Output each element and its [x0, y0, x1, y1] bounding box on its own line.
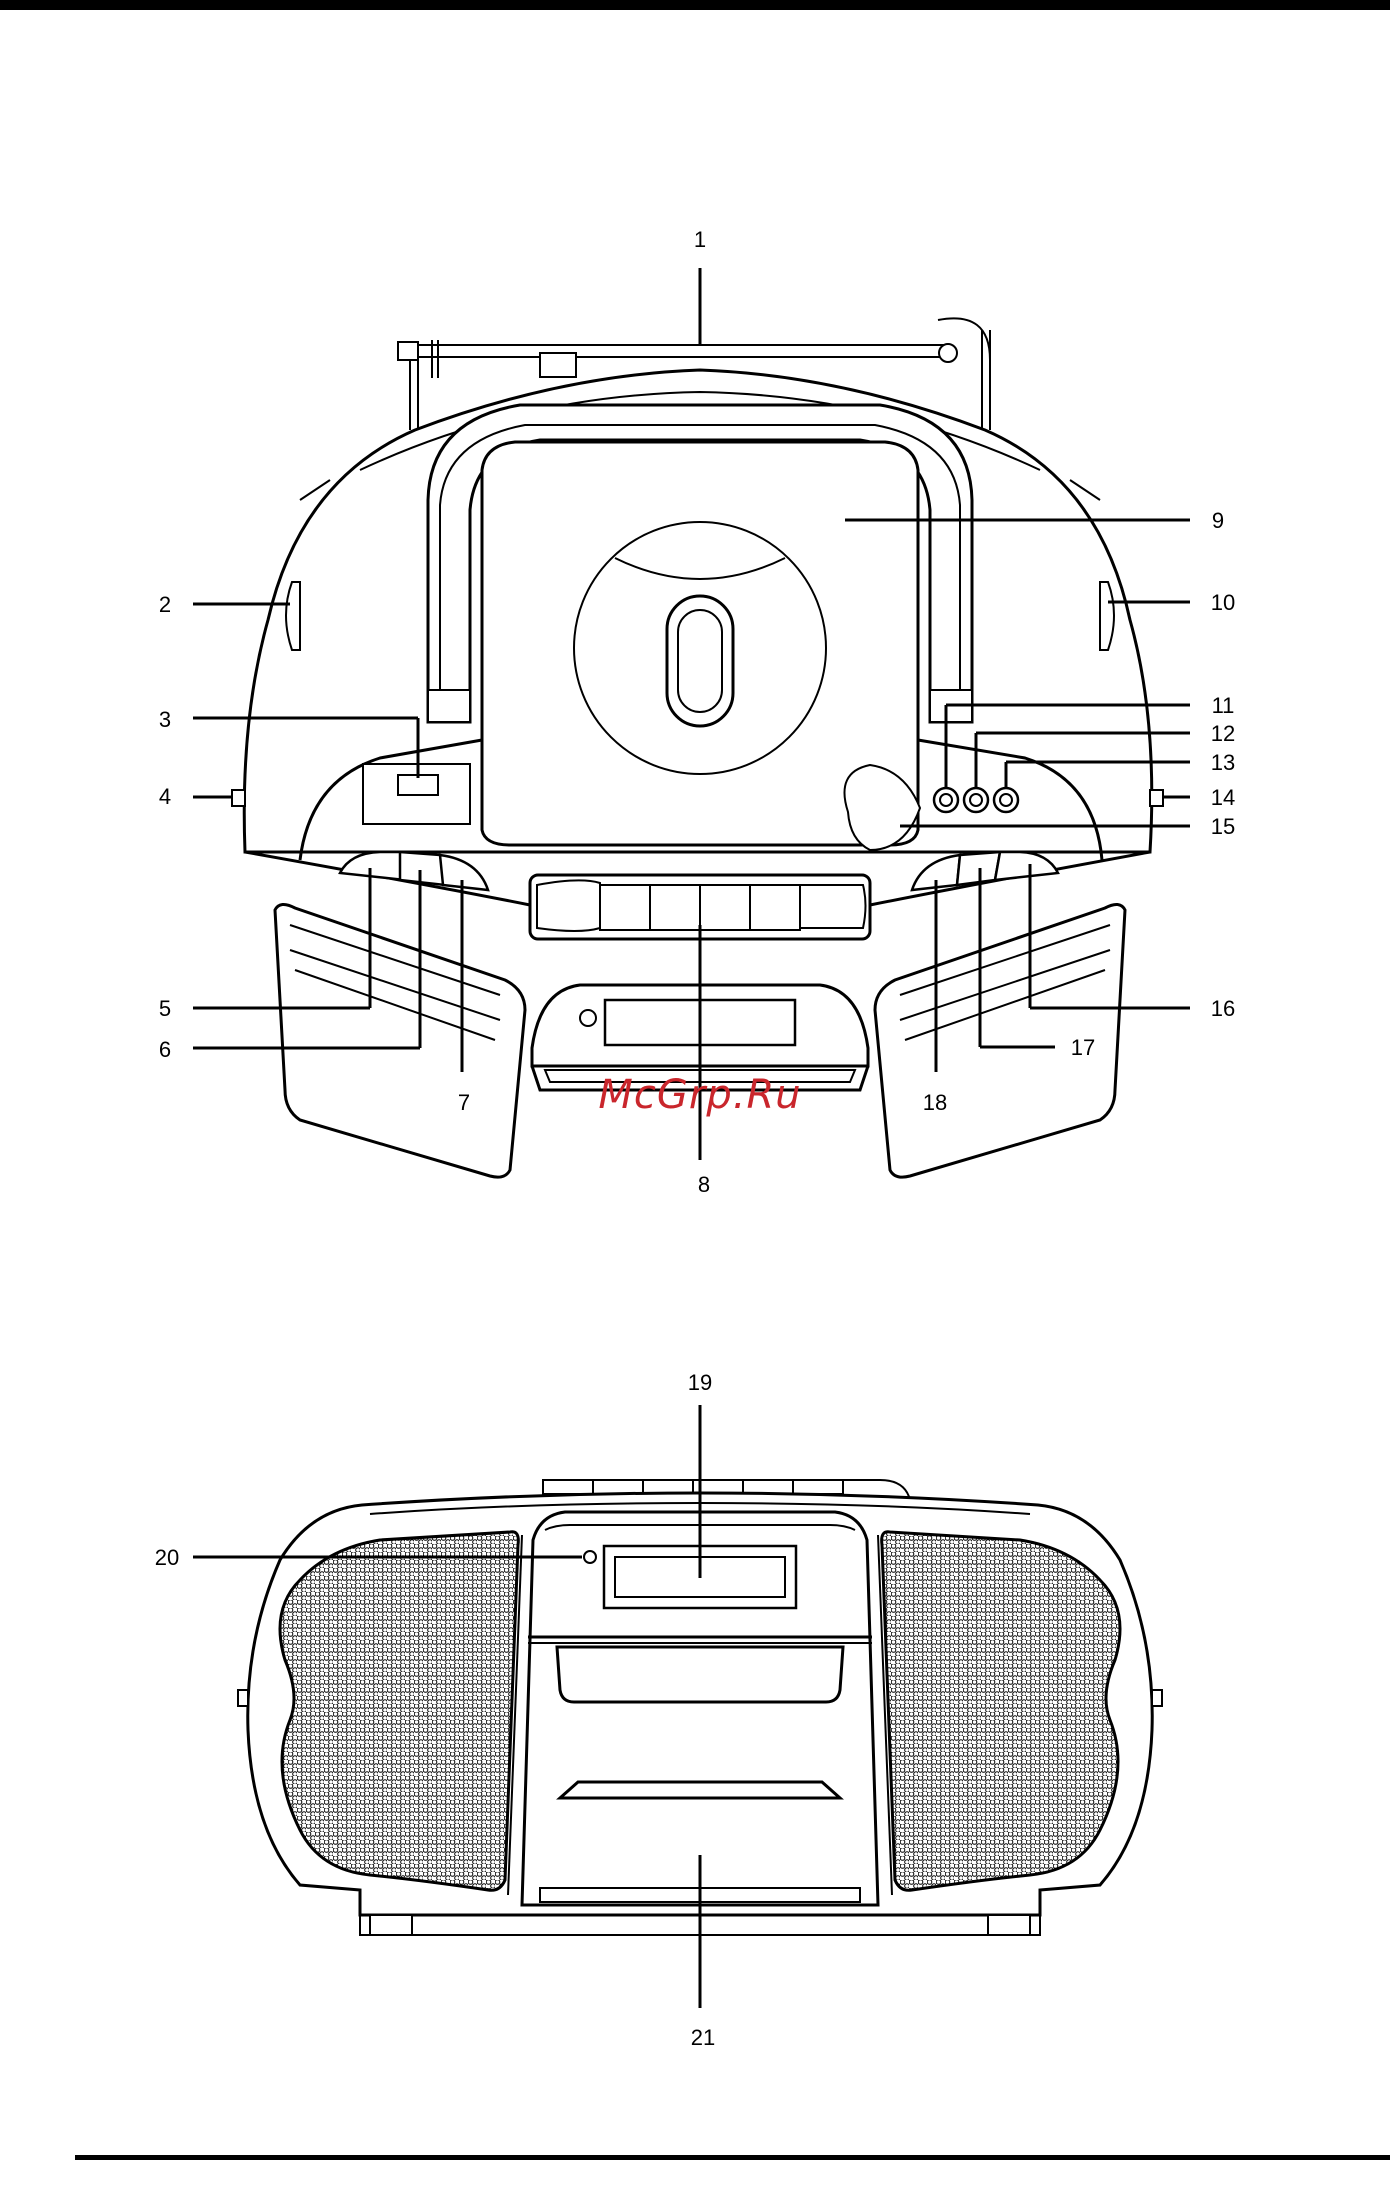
button-7 — [440, 855, 488, 890]
watermark: McGrp.Ru — [598, 1072, 801, 1118]
cd-lid-open-button — [667, 596, 733, 726]
callout-20: 20 — [155, 1545, 179, 1570]
cassette-button-3 — [700, 885, 750, 930]
cassette-led — [580, 1010, 596, 1026]
callout-16: 16 — [1211, 996, 1235, 1021]
cassette-button-4 — [750, 885, 800, 930]
callout-2: 2 — [159, 592, 171, 617]
cassette-button-1 — [600, 885, 650, 930]
back-led — [584, 1551, 596, 1563]
button-5 — [340, 852, 405, 880]
top-rule — [0, 0, 1390, 10]
callout-19: 19 — [688, 1370, 712, 1395]
callout-8: 8 — [698, 1172, 710, 1197]
cassette-door-window — [557, 1647, 843, 1702]
callout-9: 9 — [1212, 508, 1224, 533]
callout-6: 6 — [159, 1037, 171, 1062]
strap-clip-left — [232, 790, 245, 806]
callout-13: 13 — [1211, 750, 1235, 775]
jack-13 — [994, 788, 1018, 812]
callout-4: 4 — [159, 784, 171, 809]
strap-clip-right — [1150, 790, 1163, 806]
speaker-grille-left — [280, 1532, 518, 1891]
cassette-door-grip — [560, 1782, 840, 1798]
jack-12 — [964, 788, 988, 812]
callout-18: 18 — [923, 1090, 947, 1115]
callout-14: 14 — [1211, 785, 1235, 810]
callout-5: 5 — [159, 996, 171, 1021]
callout-17: 17 — [1071, 1035, 1095, 1060]
callout-21: 21 — [691, 2025, 715, 2050]
button-16 — [995, 852, 1058, 880]
cassette-button-2 — [650, 885, 700, 930]
callout-11: 11 — [1212, 693, 1235, 718]
callout-15: 15 — [1211, 814, 1235, 839]
jack-11 — [934, 788, 958, 812]
callout-12: 12 — [1211, 721, 1235, 746]
callout-1: 1 — [694, 227, 706, 252]
speaker-grille-right — [882, 1532, 1120, 1891]
button-6 — [400, 852, 445, 885]
tuning-knob-right — [1100, 582, 1114, 650]
callout-7: 7 — [458, 1090, 470, 1115]
front-grille-left — [275, 904, 525, 1177]
bottom-rule — [75, 2155, 1390, 2160]
callout-10: 10 — [1211, 590, 1235, 615]
callout-3: 3 — [159, 707, 171, 732]
volume-knob-left — [286, 582, 300, 650]
